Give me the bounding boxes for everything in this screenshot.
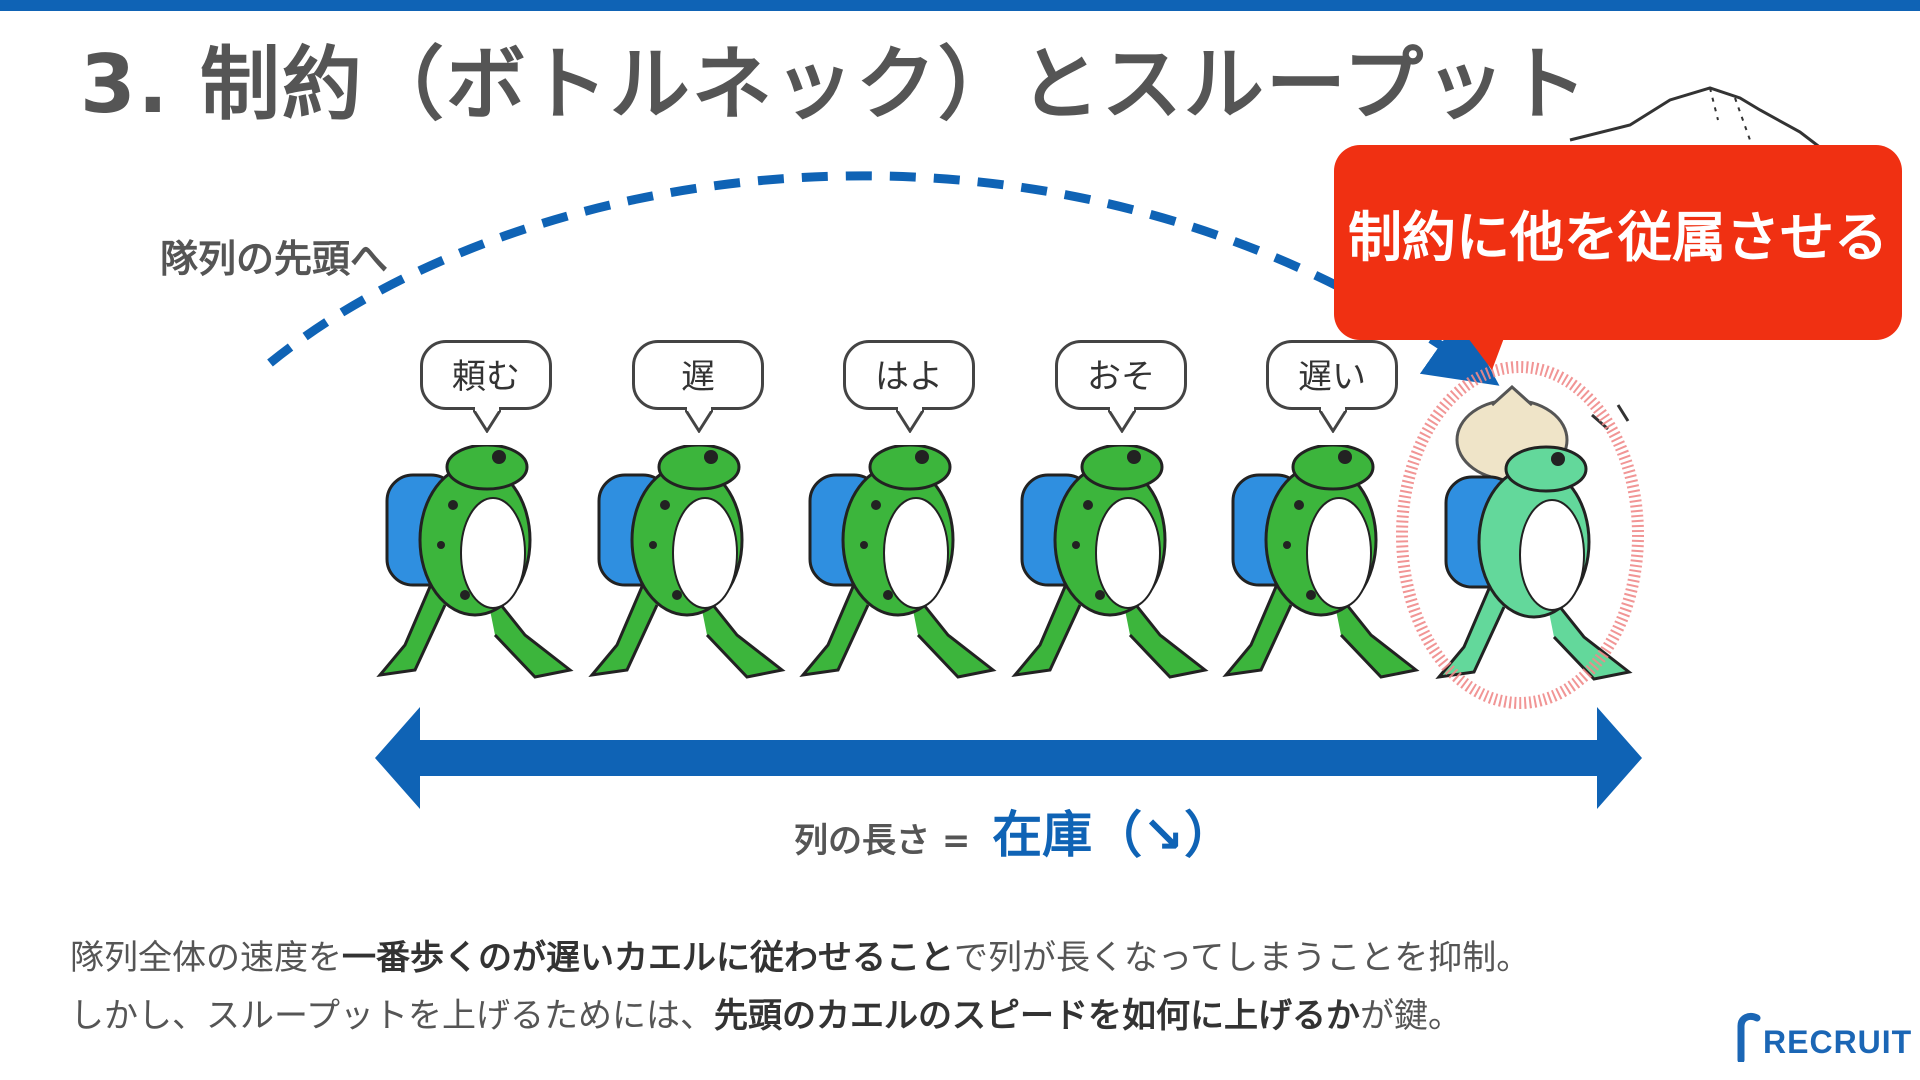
caption-text: 隊列全体の速度を	[70, 938, 342, 978]
speech-bubble-text: 頼む	[452, 357, 520, 397]
walking-frog	[1222, 445, 1420, 679]
callout-box: 制約に他を従属させる	[1334, 145, 1902, 340]
walking-frog	[588, 445, 786, 679]
speech-bubble-text: おそ	[1087, 357, 1155, 397]
callout-tail	[1462, 330, 1507, 370]
speech-bubble-text: はよ	[875, 357, 943, 397]
speech-bubble: 頼む	[420, 340, 552, 433]
speech-bubble: おそ	[1055, 340, 1187, 433]
caption-line-1: 隊列全体の速度を一番歩くのが遅いカエルに従わせることで列が長くなってしまうことを…	[70, 930, 1530, 979]
speech-bubble-tail	[685, 407, 713, 433]
speech-bubble-tail	[1108, 407, 1136, 433]
speech-bubble-tail	[473, 407, 501, 433]
logo-mark-icon	[1737, 1012, 1761, 1062]
queue-length-text: 列の長さ =	[794, 821, 983, 861]
speech-bubble-tail	[896, 407, 924, 433]
speech-bubble: 遅	[632, 340, 764, 433]
logo-text: RECRUIT	[1763, 1024, 1913, 1060]
inventory-text: 在庫（↘）	[992, 806, 1235, 864]
slide-title: 3. 制約（ボトルネック）とスループット	[80, 38, 1590, 131]
speech-bubble-tail	[1319, 407, 1347, 433]
caption-emphasis: 先頭のカエルのスピードを如何に上げるか	[713, 996, 1360, 1036]
mountain-drawing	[1569, 86, 1831, 157]
speech-bubble: 遅い	[1266, 340, 1398, 433]
caption-text: が鍵。	[1359, 996, 1462, 1036]
walking-frog	[799, 445, 997, 679]
lead-label: 隊列の先頭へ	[160, 237, 389, 281]
walking-frog	[376, 445, 574, 679]
caption-line-2: しかし、スループットを上げるためには、先頭のカエルのスピードを如何に上げるかが鍵…	[70, 988, 1462, 1037]
speech-bubble-text: 遅	[681, 357, 715, 397]
speech-bubble: はよ	[843, 340, 975, 433]
caption-emphasis: 一番歩くのが遅いカエルに従わせること	[342, 938, 954, 978]
caption-text: で列が長くなってしまうことを抑制。	[954, 938, 1531, 978]
callout-text: 制約に他を従属させる	[1348, 206, 1888, 269]
speech-bubble-text: 遅い	[1298, 357, 1366, 397]
top-accent-bar	[0, 0, 1920, 11]
slow-frog-with-sack	[1435, 385, 1633, 681]
walking-frog	[1011, 445, 1209, 679]
caption-text: しかし、スループットを上げるためには、	[70, 996, 714, 1036]
queue-length-label: 列の長さ = 在庫（↘）	[794, 795, 1234, 867]
